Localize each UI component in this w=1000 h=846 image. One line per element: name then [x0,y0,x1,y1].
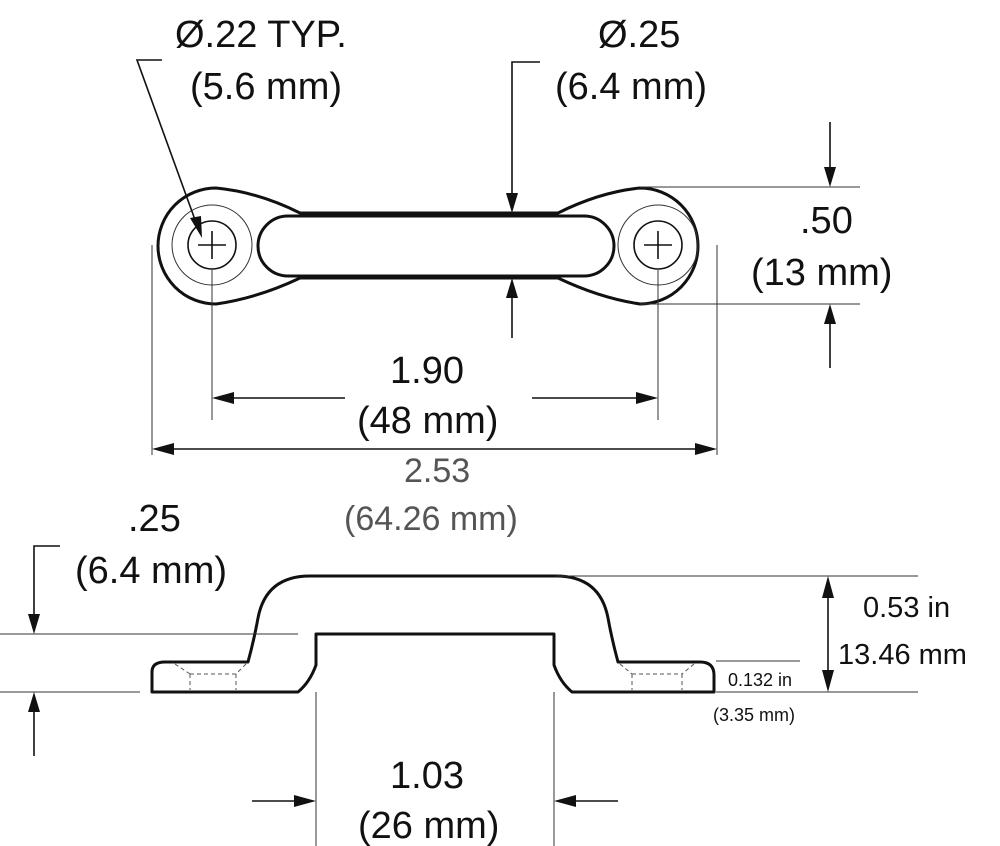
left-hole-hidden-1 [174,663,191,675]
left-hole-hidden-2 [235,663,247,675]
left-mounting-hole [187,220,237,270]
height-arrow-top [824,167,836,187]
overall-mm-label: (64.26 mm) [344,500,518,538]
spacing-mm-label: (48 mm) [357,400,498,442]
slot-width-arrow-top [506,193,518,213]
span-arrow-right [554,795,576,807]
overall-arrow-left [152,443,174,455]
thickness-mm-label: (6.4 mm) [75,550,227,592]
span-arrow-left [294,795,316,807]
overall-height-arrow-bottom [822,670,834,692]
slot-width-in-label: Ø.25 [598,14,680,56]
hole-dia-leader-arrow [190,216,202,238]
span-mm-label: (26 mm) [358,805,499,846]
thickness-arrow-top [28,614,40,634]
thickness-in-label: .25 [128,498,181,540]
spacing-arrow-left [212,392,234,404]
slot-width-mm-label: (6.4 mm) [555,66,707,108]
slot-width-leader-top [511,61,540,200]
strap-profile [150,574,716,694]
overall-arrow-right [695,443,717,455]
span-in-label: 1.03 [390,755,464,797]
overall-height-in-label: 0.53 in [863,592,950,624]
hole-dia-in-label: Ø.22 TYP. [175,14,347,56]
side-view: .25 (6.4 mm) 0.53 in 13.46 mm 0.132 in (… [0,498,967,846]
overall-height-arrow-top [822,576,834,598]
height-arrow-bottom [824,304,836,324]
spacing-in-label: 1.90 [390,350,464,392]
top-view: Ø.22 TYP. (5.6 mm) Ø.25 (6.4 mm) .50 (13… [135,14,892,538]
height-in-label: .50 [800,200,853,242]
right-hole-hidden-1 [619,663,633,675]
overall-height-mm-label: 13.46 mm [838,639,967,671]
overall-in-label: 2.53 [404,452,470,490]
thickness-arrow-bottom [28,692,40,712]
slot-width-arrow-bottom [506,278,518,298]
base-thickness-mm-label: (3.35 mm) [713,705,795,725]
spacing-arrow-right [636,392,658,404]
hole-dia-mm-label: (5.6 mm) [190,66,342,108]
thickness-leader-top [33,545,60,620]
center-slot [256,214,616,278]
hole-dia-leader [135,59,199,229]
base-thickness-in-label: 0.132 in [728,670,792,690]
right-hole-hidden-2 [681,663,695,675]
right-mounting-hole [633,220,683,270]
strap-outline [156,186,700,306]
height-mm-label: (13 mm) [751,252,892,294]
